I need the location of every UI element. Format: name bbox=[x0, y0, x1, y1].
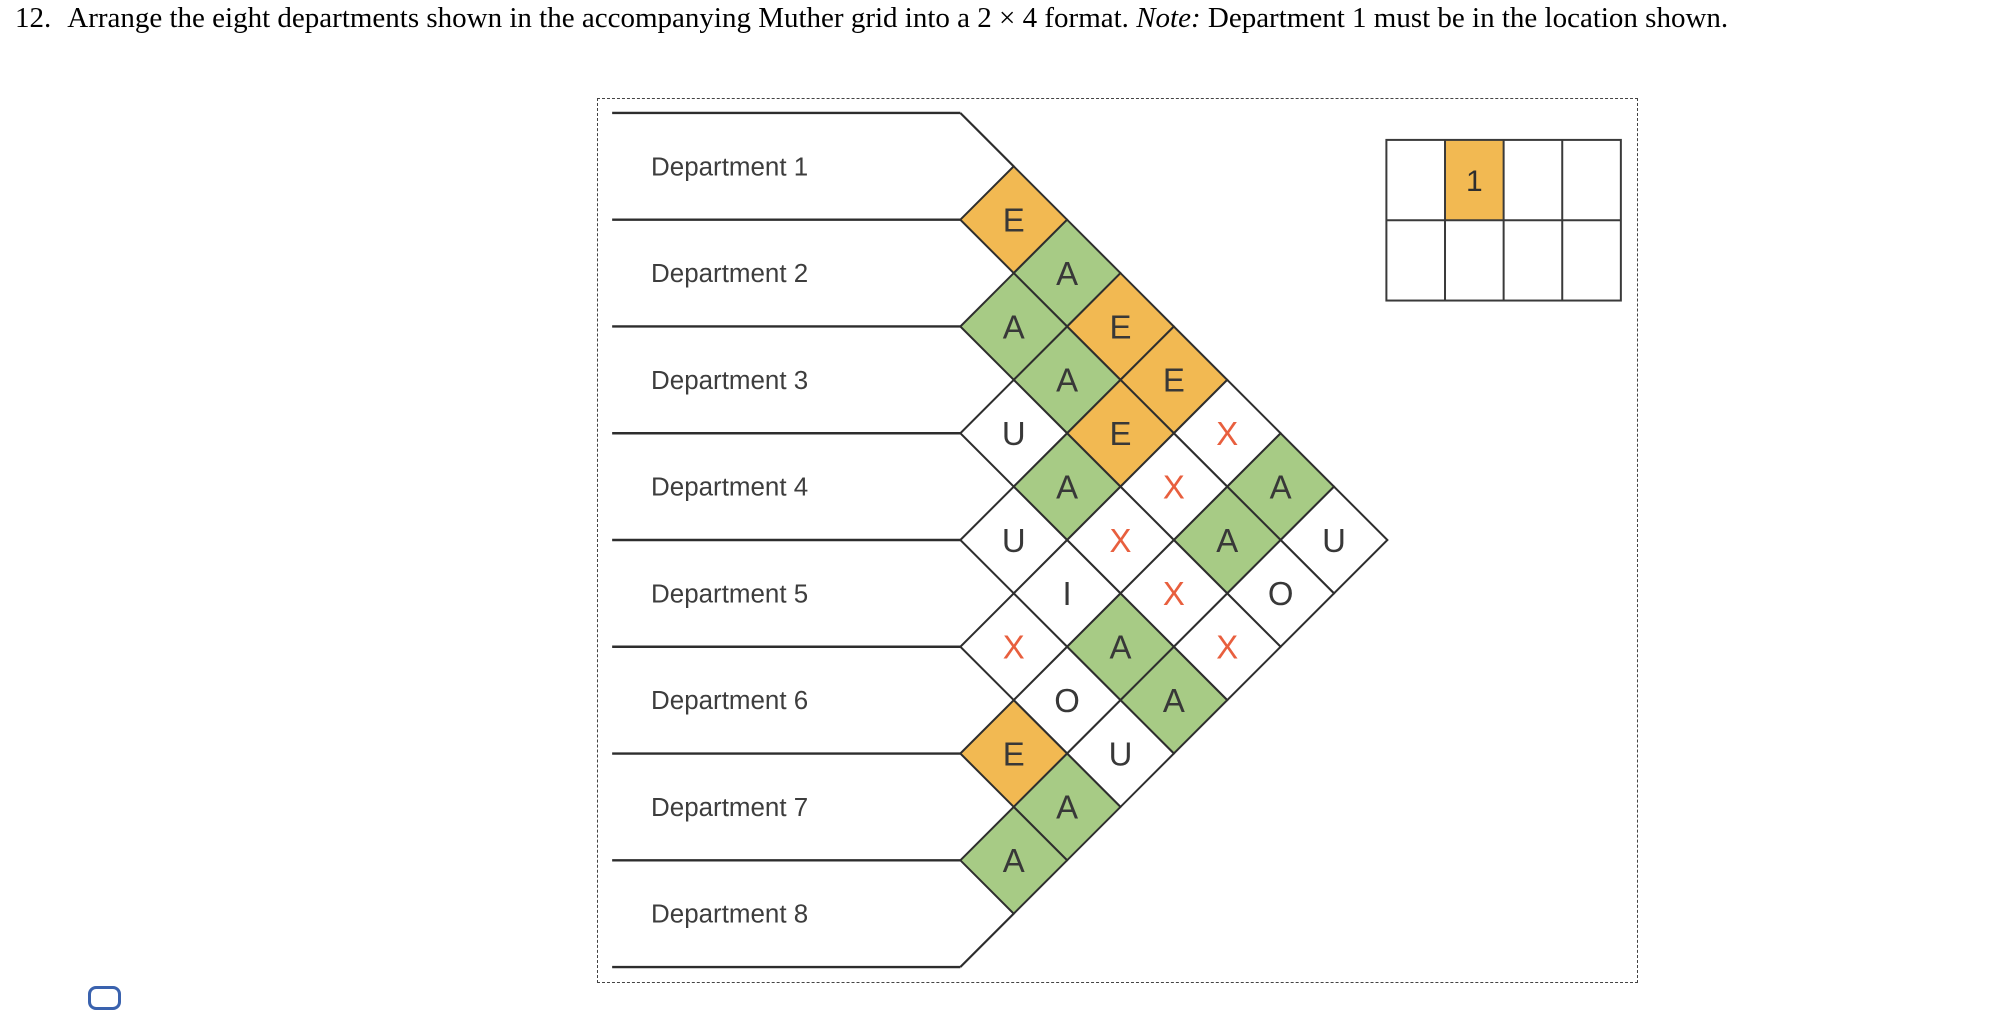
relationship-value-1-2: E bbox=[1003, 202, 1025, 239]
relationship-value-1-6: X bbox=[1216, 415, 1238, 452]
relationship-value-3-7: X bbox=[1163, 575, 1185, 612]
answer-grid-border bbox=[1385, 138, 1622, 302]
relationship-value-2-6: X bbox=[1163, 468, 1185, 505]
relationship-value-5-7: O bbox=[1054, 682, 1080, 719]
department-label: Department 4 bbox=[651, 474, 808, 502]
muther-grid-figure: Department 1 Department 2 Department 3 Depa… bbox=[597, 98, 1638, 983]
department-label: Department 2 bbox=[651, 260, 808, 288]
relationship-value-1-8: U bbox=[1322, 522, 1346, 559]
relationship-value-3-8: X bbox=[1216, 629, 1238, 666]
relationship-value-4-8: A bbox=[1163, 682, 1185, 719]
relationship-value-4-5: U bbox=[1002, 522, 1026, 559]
relationship-value-2-7: A bbox=[1216, 522, 1238, 559]
relationship-value-2-5: E bbox=[1110, 415, 1132, 452]
muther-grid-svg: Department 1 Department 2 Department 3 Depa… bbox=[612, 111, 1622, 969]
grid-bottom-edge-segment bbox=[959, 912, 1015, 968]
relationship-cell-7-8 bbox=[958, 805, 1069, 916]
relationship-value-1-4: E bbox=[1110, 308, 1132, 345]
relationship-value-5-8: U bbox=[1109, 735, 1133, 772]
relationship-value-3-6: X bbox=[1110, 522, 1132, 559]
question-number: 12. bbox=[15, 2, 52, 34]
relationship-value-2-8: O bbox=[1268, 575, 1294, 612]
relationship-value-4-7: A bbox=[1110, 629, 1132, 666]
grid-top-edge-segment bbox=[959, 112, 1015, 168]
relationship-value-6-8: A bbox=[1056, 789, 1078, 826]
answer-grid-cell-label: 1 bbox=[1466, 165, 1483, 198]
answer-grid-highlight-cell bbox=[1445, 139, 1504, 221]
department-label: Department 6 bbox=[651, 687, 808, 715]
department-label: Department 7 bbox=[651, 794, 808, 822]
relationship-value-4-6: I bbox=[1063, 575, 1072, 612]
relationship-value-1-7: A bbox=[1270, 468, 1292, 505]
relationship-value-3-4: U bbox=[1002, 415, 1026, 452]
bookmark-icon[interactable] bbox=[88, 986, 121, 1010]
relationship-value-1-3: A bbox=[1056, 255, 1078, 292]
relationship-value-2-3: A bbox=[1003, 308, 1025, 345]
department-label: Department 1 bbox=[651, 153, 808, 181]
relationship-value-5-6: X bbox=[1003, 629, 1025, 666]
question-text: 12. Arrange the eight departments shown i… bbox=[15, 2, 2005, 35]
department-label: Department 5 bbox=[651, 580, 808, 608]
department-label: Department 8 bbox=[651, 901, 808, 929]
relationship-value-7-8: A bbox=[1003, 842, 1025, 879]
department-label: Department 3 bbox=[651, 367, 808, 395]
relationship-value-3-5: A bbox=[1056, 468, 1078, 505]
question-note-label: Note: bbox=[1136, 2, 1201, 34]
question-body: Arrange the eight departments shown in t… bbox=[67, 2, 1729, 34]
relationship-value-1-5: E bbox=[1163, 362, 1185, 399]
relationship-value-2-4: A bbox=[1056, 362, 1078, 399]
relationship-value-6-7: E bbox=[1003, 735, 1025, 772]
